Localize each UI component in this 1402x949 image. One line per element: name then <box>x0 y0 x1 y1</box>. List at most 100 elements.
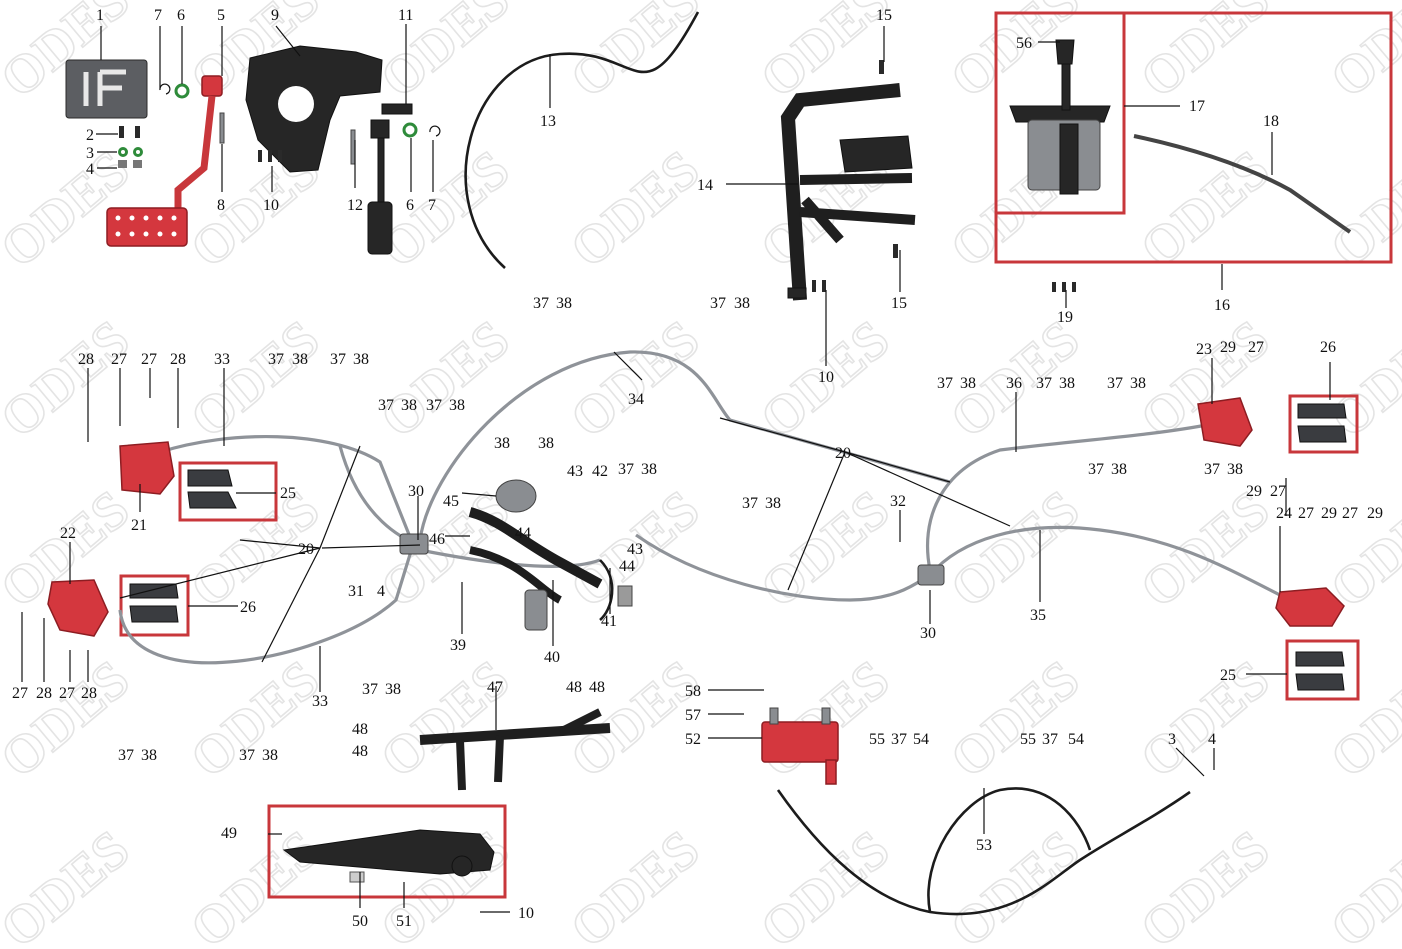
watermark-text: ODES <box>0 309 140 449</box>
label-37k: 37 <box>742 495 758 512</box>
watermark-text: ODES <box>1319 819 1402 944</box>
brake-pad-box-26-right <box>1288 394 1359 454</box>
watermark-text: ODES <box>1129 139 1280 279</box>
label-7: 7 <box>154 7 162 24</box>
label-44b: 44 <box>619 558 635 575</box>
small-hardware-top-left <box>118 83 441 168</box>
label-15b: 15 <box>891 295 907 312</box>
label-37i: 37 <box>710 295 726 312</box>
label-29a: 29 <box>1220 339 1236 356</box>
brake-pad-box-25-right <box>1285 639 1360 701</box>
watermark-text: ODES <box>559 819 710 944</box>
label-29c: 29 <box>1321 505 1337 522</box>
label-55a: 55 <box>869 731 885 748</box>
label-52: 52 <box>685 731 701 748</box>
label-37f: 37 <box>378 397 394 414</box>
watermark-text: ODES <box>369 0 520 109</box>
label-45: 45 <box>443 493 459 510</box>
label-42: 42 <box>592 463 608 480</box>
label-35: 35 <box>1030 607 1046 624</box>
part-53-cable-loop <box>927 787 1092 913</box>
label-38i: 38 <box>734 295 750 312</box>
label-14: 14 <box>697 177 713 194</box>
label-38q: 38 <box>1111 461 1127 478</box>
label-37h: 37 <box>533 295 549 312</box>
watermark-text: ODES <box>939 819 1090 944</box>
label-38d: 38 <box>262 747 278 764</box>
label-37p: 37 <box>1204 461 1220 478</box>
label-34: 34 <box>628 391 644 408</box>
label-48d: 48 <box>352 743 368 760</box>
label-37c: 37 <box>118 747 134 764</box>
label-36: 36 <box>1006 375 1022 392</box>
label-49: 49 <box>221 825 237 842</box>
part-30-junction-right <box>917 564 945 586</box>
label-37n: 37 <box>1107 375 1123 392</box>
watermark-text: ODES <box>179 309 330 449</box>
label-38e: 38 <box>385 681 401 698</box>
label-10d: 10 <box>518 905 534 922</box>
part-21-caliper <box>119 441 175 495</box>
label-27b: 27 <box>141 351 157 368</box>
label-5: 5 <box>217 7 225 24</box>
label-15: 15 <box>876 7 892 24</box>
label-47: 47 <box>487 679 503 696</box>
label-48a: 48 <box>566 679 582 696</box>
part-22-caliper <box>47 579 109 637</box>
part-49-pedal-assembly <box>282 829 495 883</box>
label-43a: 43 <box>567 463 583 480</box>
part-18-rod <box>1133 134 1352 234</box>
brake-pad-box-25-left <box>178 461 278 522</box>
label-30b: 30 <box>920 625 936 642</box>
watermark-text: ODES <box>749 819 900 944</box>
label-37a: 37 <box>268 351 284 368</box>
label-26b: 26 <box>1320 339 1336 356</box>
label-4: 4 <box>86 161 94 178</box>
part-24-caliper <box>1275 587 1345 627</box>
label-10: 10 <box>263 197 279 214</box>
label-58: 58 <box>685 683 701 700</box>
label-25a: 25 <box>280 485 296 502</box>
pedal-assembly-box-49 <box>267 804 507 899</box>
part-5-brake-pedal <box>106 75 223 247</box>
label-9: 9 <box>271 7 279 24</box>
label-38p: 38 <box>1130 375 1146 392</box>
part-9-bracket <box>245 45 383 173</box>
label-39: 39 <box>450 637 466 654</box>
small-bolts-frame <box>812 60 1076 292</box>
watermark-text: ODES <box>1129 0 1280 109</box>
label-56: 56 <box>1016 35 1032 52</box>
label-38o: 38 <box>1059 375 1075 392</box>
part-11-link <box>381 103 413 115</box>
watermark-text: ODES <box>1129 819 1280 944</box>
label-3: 3 <box>86 145 94 162</box>
label-21: 21 <box>131 517 147 534</box>
label-27d: 27 <box>59 685 75 702</box>
label-38n: 38 <box>960 375 976 392</box>
label-22: 22 <box>60 525 76 542</box>
label-28c: 28 <box>36 685 52 702</box>
part-13-cable <box>464 11 700 269</box>
label-3b: 3 <box>1168 731 1176 748</box>
label-38b: 38 <box>353 351 369 368</box>
label-37b: 37 <box>330 351 346 368</box>
label-38j: 38 <box>494 435 510 452</box>
label-48c: 48 <box>352 721 368 738</box>
label-48b: 48 <box>589 679 605 696</box>
label-24: 24 <box>1276 505 1292 522</box>
brake-pads <box>129 403 1347 691</box>
label-33a: 33 <box>214 351 230 368</box>
label-38g: 38 <box>449 397 465 414</box>
label-10c: 10 <box>818 369 834 386</box>
label-28a: 28 <box>78 351 94 368</box>
part-47-bracket <box>419 708 611 791</box>
watermark-text: ODES <box>559 309 710 449</box>
label-4b: 4 <box>377 583 385 600</box>
label-28b: 28 <box>170 351 186 368</box>
label-54b: 54 <box>1068 731 1084 748</box>
label-23: 23 <box>1196 341 1212 358</box>
label-30a: 30 <box>408 483 424 500</box>
label-55b: 55 <box>1020 731 1036 748</box>
label-41: 41 <box>601 613 617 630</box>
